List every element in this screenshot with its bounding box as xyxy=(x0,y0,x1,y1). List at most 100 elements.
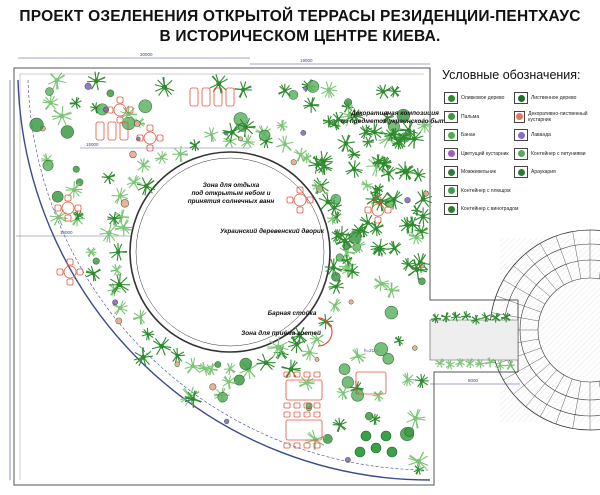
plant-symbol xyxy=(137,158,151,173)
plant-symbol xyxy=(240,134,255,149)
legend-item-label: Араукария xyxy=(531,169,556,175)
plant-symbol xyxy=(303,96,320,113)
plant-symbol xyxy=(48,72,66,90)
plant-symbol xyxy=(133,347,153,367)
shrub-symbol xyxy=(412,345,418,351)
shrub-symbol xyxy=(112,299,119,306)
legend-item-label: Декоративно-лиственный кустарник xyxy=(528,110,588,123)
furniture-symbol xyxy=(136,134,144,142)
plant-symbol xyxy=(414,374,429,389)
plant-symbol xyxy=(351,223,367,238)
shrub-symbol xyxy=(344,457,351,463)
shrub-symbol xyxy=(300,130,307,136)
plant-symbol xyxy=(413,464,425,475)
furniture-symbol xyxy=(313,442,321,449)
shrub-symbol xyxy=(314,357,320,362)
plant-symbol xyxy=(394,335,405,346)
plant-symbol xyxy=(404,129,424,149)
shrub-symbol xyxy=(72,165,80,173)
plant-symbol xyxy=(108,273,131,295)
plant-symbol xyxy=(332,417,347,433)
plant-symbol xyxy=(381,111,394,125)
plant-symbol xyxy=(375,84,391,99)
plant-symbol xyxy=(474,358,486,369)
banana-icon xyxy=(444,129,458,141)
shrub-symbol xyxy=(418,277,426,286)
plant-symbol xyxy=(256,353,276,371)
label-ukrainian-yard: Украинский деревенский дворик xyxy=(219,228,325,235)
plant-symbol xyxy=(320,81,338,99)
furniture-symbol xyxy=(296,206,304,214)
furniture-symbol xyxy=(303,402,311,409)
furniture-symbol xyxy=(143,131,157,145)
deciduous-tree-icon xyxy=(514,92,528,104)
furniture-symbol xyxy=(201,87,211,107)
dim-label: h=2100 xyxy=(364,348,380,353)
plant-symbol xyxy=(170,347,185,363)
shrub-symbol xyxy=(233,374,245,386)
shrub-symbol xyxy=(120,199,130,208)
furniture-symbol xyxy=(303,442,311,449)
plant-symbol xyxy=(236,117,256,137)
container-symbol xyxy=(370,442,382,454)
plant-symbol xyxy=(481,312,491,323)
furniture-symbol xyxy=(293,193,307,207)
plant-symbol xyxy=(172,146,189,162)
walkway xyxy=(429,319,519,361)
plant-symbol xyxy=(276,135,294,153)
ornamental-shrub-icon xyxy=(514,110,526,123)
legend-item: Лиственное дерево xyxy=(514,92,592,104)
shrub-symbol xyxy=(115,317,123,325)
shrub-symbol xyxy=(364,411,374,421)
plant-symbol xyxy=(222,122,241,143)
furniture-symbol xyxy=(296,186,304,194)
shrub-symbol xyxy=(60,125,75,139)
plant-symbol xyxy=(126,175,142,190)
container-symbol xyxy=(354,446,366,458)
shrub-symbol xyxy=(106,89,115,98)
legend-title: Условные обозначения: xyxy=(442,68,581,82)
plant-symbol xyxy=(397,130,412,145)
plant-symbol xyxy=(197,361,212,376)
furniture-symbol xyxy=(283,442,291,449)
plant-symbol xyxy=(234,81,252,98)
furniture-symbol xyxy=(355,371,387,395)
palm-icon xyxy=(444,110,458,123)
plant-symbol xyxy=(99,223,119,243)
furniture-symbol xyxy=(285,379,323,401)
petunia-container-icon xyxy=(514,147,528,160)
furniture-symbol xyxy=(384,206,392,214)
plant-symbol xyxy=(435,358,445,368)
shrub-symbol xyxy=(344,98,353,107)
legend-item-label: Банан xyxy=(461,132,476,138)
plant-symbol xyxy=(49,209,68,226)
plant-symbol xyxy=(388,85,401,98)
shrub-symbol xyxy=(338,363,351,375)
plant-symbol xyxy=(101,171,116,185)
plant-symbol xyxy=(51,105,72,126)
dim-label: 8000 xyxy=(468,378,479,383)
plant-symbol xyxy=(370,185,383,198)
plant-symbol xyxy=(408,451,429,472)
container-symbol xyxy=(360,430,372,442)
furniture-symbol xyxy=(303,371,311,378)
plant-symbol xyxy=(471,314,481,325)
plant-symbol xyxy=(85,247,97,258)
furniture-symbol xyxy=(63,265,77,279)
plant-symbol xyxy=(221,375,236,390)
legend-item-label: Лиственное дерево xyxy=(531,95,577,101)
shrub-symbol xyxy=(330,193,342,205)
plant-symbol xyxy=(399,165,415,181)
plant-symbol xyxy=(414,207,432,225)
furniture-symbol xyxy=(56,268,64,276)
plant-symbol xyxy=(360,179,373,192)
furniture-symbol xyxy=(286,196,294,204)
furniture-symbol xyxy=(76,268,84,276)
plant-symbol xyxy=(341,254,353,266)
shrub-symbol xyxy=(351,388,364,402)
furniture-symbol xyxy=(313,411,321,418)
legend-item-label: Цветущий кустарник xyxy=(461,150,509,157)
legend-item: Пальма xyxy=(444,110,522,123)
plant-symbol xyxy=(110,263,122,276)
